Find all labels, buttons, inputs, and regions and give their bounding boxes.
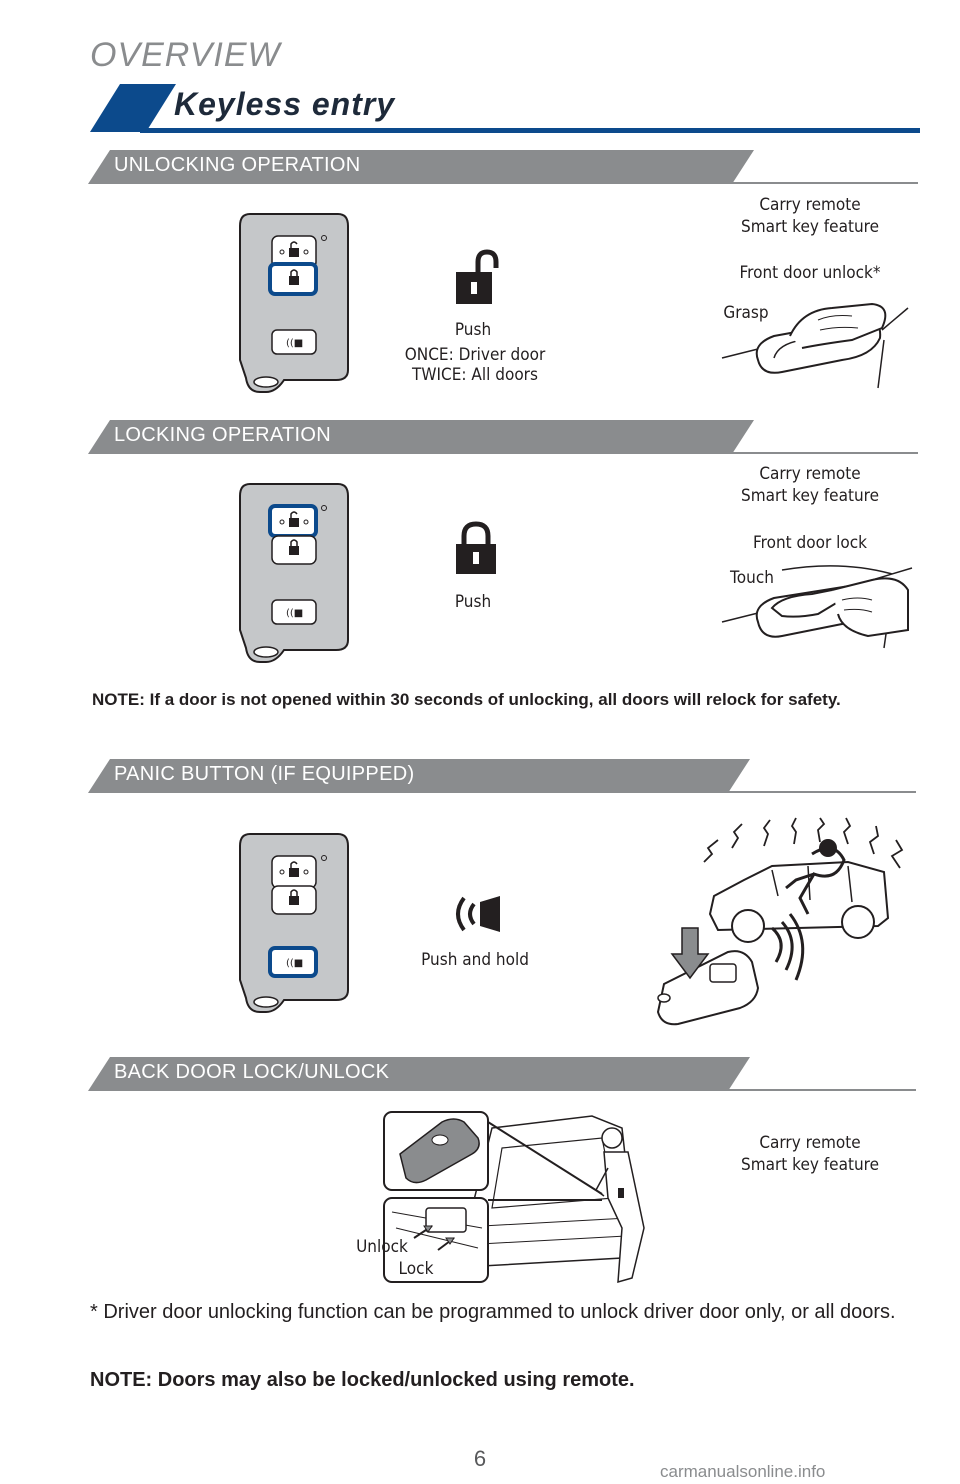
watermark: carmanualsonline.info (660, 1462, 826, 1481)
title-wedge-decoration (90, 84, 176, 132)
title-rule (140, 128, 920, 133)
section-label: OVERVIEW (90, 36, 281, 74)
svg-text:((■: ((■ (286, 958, 303, 969)
unlock-push-label: Push (454, 320, 492, 340)
section-heading: UNLOCKING OPERATION (114, 154, 361, 176)
section-band-unlocking: UNLOCKING OPERATION (88, 148, 920, 188)
svg-text:((■: ((■ (286, 608, 303, 619)
section-heading: LOCKING OPERATION (114, 424, 331, 446)
touch-label: Touch (730, 568, 774, 588)
section-heading: BACK DOOR LOCK/UNLOCK (114, 1061, 390, 1083)
unlock-icon (456, 249, 499, 304)
section-band-back-door: BACK DOOR LOCK/UNLOCK (88, 1055, 920, 1095)
key-fob-lock-illustration: ((■ (239, 483, 349, 663)
driver-door-footnote: * Driver door unlocking function can be … (90, 1301, 896, 1323)
section-band-panic: PANIC BUTTON (IF EQUIPPED) (88, 757, 920, 797)
remote-note: NOTE: Doors may also be locked/unlocked … (90, 1369, 635, 1391)
unlock-label: Unlock (356, 1237, 408, 1257)
front-door-lock-label: Front door lock (752, 533, 868, 553)
smart-key-label-line1: Carry remote (759, 195, 861, 215)
page-number: 6 (473, 1446, 487, 1471)
key-fob-panic-illustration: ((■ (239, 833, 349, 1013)
unlock-twice-label: TWICE: All doors (412, 365, 538, 385)
door-handle-grasp-illustration (721, 302, 909, 389)
relock-note: NOTE: If a door is not opened within 30 … (92, 690, 841, 709)
lock-push-label: Push (454, 592, 492, 612)
panic-horn-icon (456, 896, 500, 932)
front-door-unlock-label: Front door unlock* (739, 263, 881, 283)
svg-text:((■: ((■ (286, 338, 303, 349)
page-title: Keyless entry (174, 86, 396, 122)
grasp-label: Grasp (723, 303, 769, 323)
lock-icon (456, 521, 496, 574)
smart-key-label-line2: Smart key feature (740, 217, 880, 237)
door-handle-touch-illustration (721, 565, 913, 649)
section-band-locking: LOCKING OPERATION (88, 418, 920, 458)
lock-label: Lock (398, 1259, 434, 1279)
smart-key-label-line1: Carry remote (759, 464, 861, 484)
smart-key-label-line2: Smart key feature (740, 1155, 880, 1175)
unlock-once-label: ONCE: Driver door (404, 345, 546, 365)
panic-alarm-scene-illustration (656, 817, 904, 1026)
panic-push-hold-label: Push and hold (421, 950, 529, 970)
section-heading: PANIC BUTTON (IF EQUIPPED) (114, 763, 415, 785)
smart-key-label-line2: Smart key feature (740, 486, 880, 506)
key-fob-unlock-illustration: ((■ (239, 213, 349, 393)
back-door-illustration (383, 1111, 645, 1284)
smart-key-label-line1: Carry remote (759, 1133, 861, 1153)
